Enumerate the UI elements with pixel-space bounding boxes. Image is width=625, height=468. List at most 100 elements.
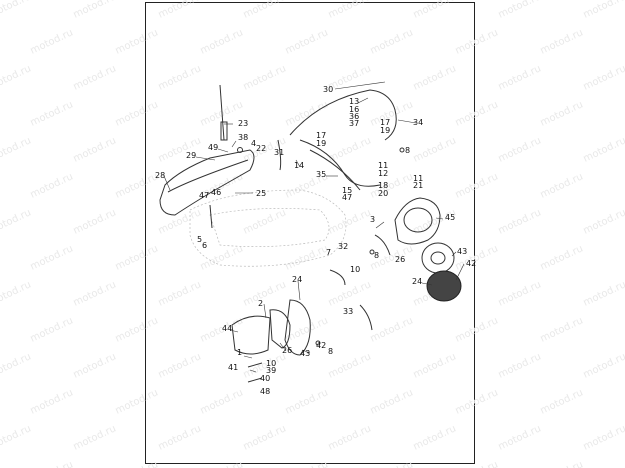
watermark-text: motod.ru — [327, 351, 373, 380]
watermark-text: motod.ru — [199, 387, 245, 416]
watermark-text: motod.ru — [0, 351, 33, 380]
callout-leader-line — [163, 175, 171, 191]
watermark-text: motod.ru — [412, 135, 458, 164]
watermark-text: motod.ru — [539, 243, 585, 272]
trunk-inner-outline — [209, 207, 330, 248]
callout-label-44: 44 — [222, 324, 232, 333]
watermark-text: motod.ru — [72, 351, 118, 380]
callout-label-19: 19 — [380, 126, 390, 135]
callout-label-41: 41 — [228, 363, 238, 372]
callout-label-3: 3 — [370, 215, 375, 224]
wire-lead-10 — [329, 269, 346, 286]
watermark-text: motod.ru — [327, 0, 373, 21]
callout-label-47: 47 — [199, 191, 209, 200]
speaker-grill — [426, 270, 462, 302]
nut-22 — [237, 147, 243, 153]
watermark-text: motod.ru — [582, 279, 625, 308]
callout-leader-line — [397, 119, 417, 124]
callout-label-28: 28 — [155, 171, 165, 180]
callout-label-49: 49 — [208, 143, 218, 152]
callout-label-43: 43 — [300, 349, 310, 358]
callout-label-20: 20 — [378, 189, 388, 198]
watermark-text: motod.ru — [369, 459, 415, 468]
callout-label-8: 8 — [405, 146, 410, 155]
watermark-text: motod.ru — [114, 387, 160, 416]
callout-leader-line — [249, 369, 257, 373]
watermark-text: motod.ru — [284, 387, 330, 416]
bolt-47 — [209, 204, 213, 229]
watermark-text: motod.ru — [0, 63, 33, 92]
callout-label-25: 25 — [256, 189, 266, 198]
callout-label-10: 10 — [350, 265, 360, 274]
speaker-housing-opening — [403, 207, 433, 233]
watermark-text: motod.ru — [539, 459, 585, 468]
watermark-text: motod.ru — [157, 423, 203, 452]
watermark-text: motod.ru — [539, 387, 585, 416]
screw-8b — [369, 249, 375, 255]
watermark-text: motod.ru — [157, 0, 203, 21]
callout-label-42: 42 — [466, 259, 476, 268]
watermark-text: motod.ru — [114, 315, 160, 344]
callout-label-1: 1 — [237, 348, 242, 357]
bracket-41 — [247, 362, 263, 368]
watermark-text: motod.ru — [497, 63, 543, 92]
watermark-text: motod.ru — [497, 423, 543, 452]
watermark-text: motod.ru — [497, 207, 543, 236]
watermark-text: motod.ru — [454, 387, 500, 416]
callout-label-6: 6 — [202, 241, 207, 250]
wiring-harness-branch — [309, 149, 361, 191]
watermark-text: motod.ru — [114, 459, 160, 468]
watermark-text: motod.ru — [454, 27, 500, 56]
watermark-text: motod.ru — [327, 63, 373, 92]
speaker-housing — [394, 197, 441, 245]
parts-drawing — [159, 84, 462, 383]
watermark-text: motod.ru — [582, 351, 625, 380]
watermark-text: motod.ru — [582, 135, 625, 164]
antenna-mast — [219, 84, 225, 141]
watermark-text: motod.ru — [497, 351, 543, 380]
wire-lead-31 — [277, 139, 282, 171]
callout-label-10: 10 — [266, 359, 276, 368]
watermark-text: motod.ru — [72, 63, 118, 92]
callout-label-48: 48 — [260, 387, 270, 396]
callout-label-42: 42 — [316, 341, 326, 350]
callout-label-17: 17 — [316, 131, 326, 140]
callout-label-34: 34 — [413, 118, 423, 127]
watermark-text: motod.ru — [72, 279, 118, 308]
callout-label-38: 38 — [238, 133, 248, 142]
callout-label-36: 36 — [349, 112, 359, 121]
screw-8 — [399, 147, 405, 153]
wire-lead-33 — [359, 304, 373, 331]
callout-leader-line — [263, 303, 267, 319]
callout-label-23: 23 — [238, 119, 248, 128]
callout-leader-line — [231, 140, 237, 148]
callout-label-2: 2 — [258, 299, 263, 308]
speaker-cone — [421, 242, 455, 274]
callout-label-24: 24 — [292, 275, 302, 284]
callout-label-30: 30 — [323, 85, 333, 94]
callout-leader-line — [217, 148, 229, 153]
callout-label-29: 29 — [186, 151, 196, 160]
watermark-text: motod.ru — [327, 207, 373, 236]
watermark-text: motod.ru — [242, 0, 288, 21]
callout-label-13: 13 — [349, 97, 359, 106]
callout-label-31: 31 — [274, 148, 284, 157]
callout-label-33: 33 — [343, 307, 353, 316]
watermark-text: motod.ru — [539, 315, 585, 344]
watermark-text: motod.ru — [454, 315, 500, 344]
fender-edge — [167, 159, 249, 193]
callout-leader-line — [435, 217, 444, 220]
callout-label-39: 39 — [266, 366, 276, 375]
watermark-text: motod.ru — [0, 0, 33, 21]
callout-label-24: 24 — [412, 277, 422, 286]
callout-label-11: 11 — [378, 161, 388, 170]
callout-leader-line — [421, 282, 433, 286]
callout-label-22: 22 — [256, 144, 266, 153]
watermark-text: motod.ru — [157, 63, 203, 92]
callout-label-26: 26 — [282, 346, 292, 355]
callout-leader-line — [301, 349, 311, 354]
wiring-harness-upper — [289, 89, 397, 141]
watermark-text: motod.ru — [0, 207, 33, 236]
